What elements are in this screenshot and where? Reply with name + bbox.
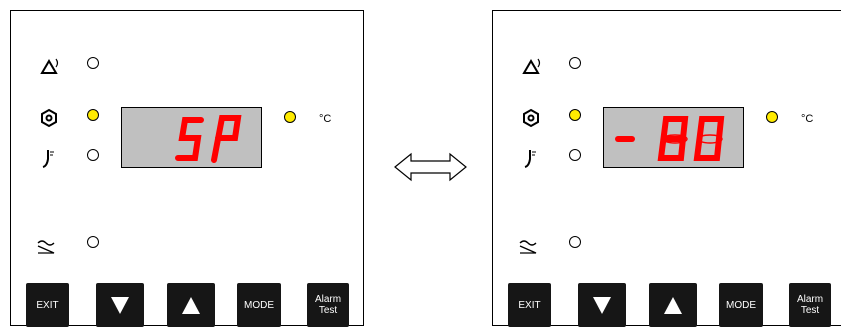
- up-arrow-icon: [182, 297, 200, 314]
- temperature-led: [87, 149, 99, 161]
- alarm-led: [87, 57, 99, 69]
- alarm-test-button[interactable]: Alarm Test: [789, 283, 831, 327]
- snowflake-icon: [41, 108, 57, 128]
- mode-button[interactable]: MODE: [237, 283, 281, 327]
- down-button[interactable]: [578, 283, 626, 327]
- thermometer-icon: [42, 150, 54, 168]
- mode-button-label: MODE: [726, 299, 756, 311]
- snowflake-icon: [523, 108, 539, 128]
- double-arrow-icon: [394, 152, 467, 182]
- display-text: -80: [604, 174, 605, 175]
- unit-led: [766, 111, 778, 123]
- compressor-led: [87, 109, 99, 121]
- defrost-led: [87, 236, 99, 248]
- defrost-icon: [519, 240, 537, 254]
- exit-button-label: EXIT: [36, 299, 59, 311]
- compressor-led: [569, 109, 581, 121]
- exit-button[interactable]: EXIT: [508, 283, 551, 327]
- display-text: SP: [122, 174, 123, 175]
- down-button[interactable]: [96, 283, 144, 327]
- alarm-icon: [522, 58, 541, 74]
- defrost-led: [569, 236, 581, 248]
- alarm-test-label-line2: Test: [800, 305, 820, 316]
- alarm-test-label-line1: Alarm: [796, 294, 824, 305]
- controller-panel-right: -80 °C EXIT MODE Alarm Test: [492, 10, 841, 327]
- exit-button[interactable]: EXIT: [26, 283, 69, 327]
- alarm-icon: [40, 58, 59, 74]
- thermometer-icon: [524, 150, 536, 168]
- down-arrow-icon: [111, 297, 129, 314]
- controller-panel-left: SP °C EXIT MODE Alarm Test: [10, 10, 364, 327]
- segment-display: SP: [121, 107, 262, 168]
- mode-button-label: MODE: [244, 299, 274, 311]
- down-arrow-icon: [593, 297, 611, 314]
- defrost-icon: [37, 240, 55, 254]
- unit-label: °C: [801, 113, 814, 125]
- display-readout: [615, 116, 725, 161]
- unit-led: [284, 111, 296, 123]
- temperature-led: [569, 149, 581, 161]
- alarm-test-label-line1: Alarm: [314, 294, 342, 305]
- display-readout: [175, 115, 242, 163]
- alarm-led: [569, 57, 581, 69]
- mode-button[interactable]: MODE: [719, 283, 763, 327]
- exit-button-label: EXIT: [518, 299, 541, 311]
- up-button[interactable]: [649, 283, 697, 327]
- alarm-test-button[interactable]: Alarm Test: [307, 283, 349, 327]
- segment-display: -80: [603, 107, 744, 168]
- unit-label: °C: [319, 113, 332, 125]
- alarm-test-label-line2: Test: [318, 305, 338, 316]
- up-arrow-icon: [664, 297, 682, 314]
- up-button[interactable]: [167, 283, 215, 327]
